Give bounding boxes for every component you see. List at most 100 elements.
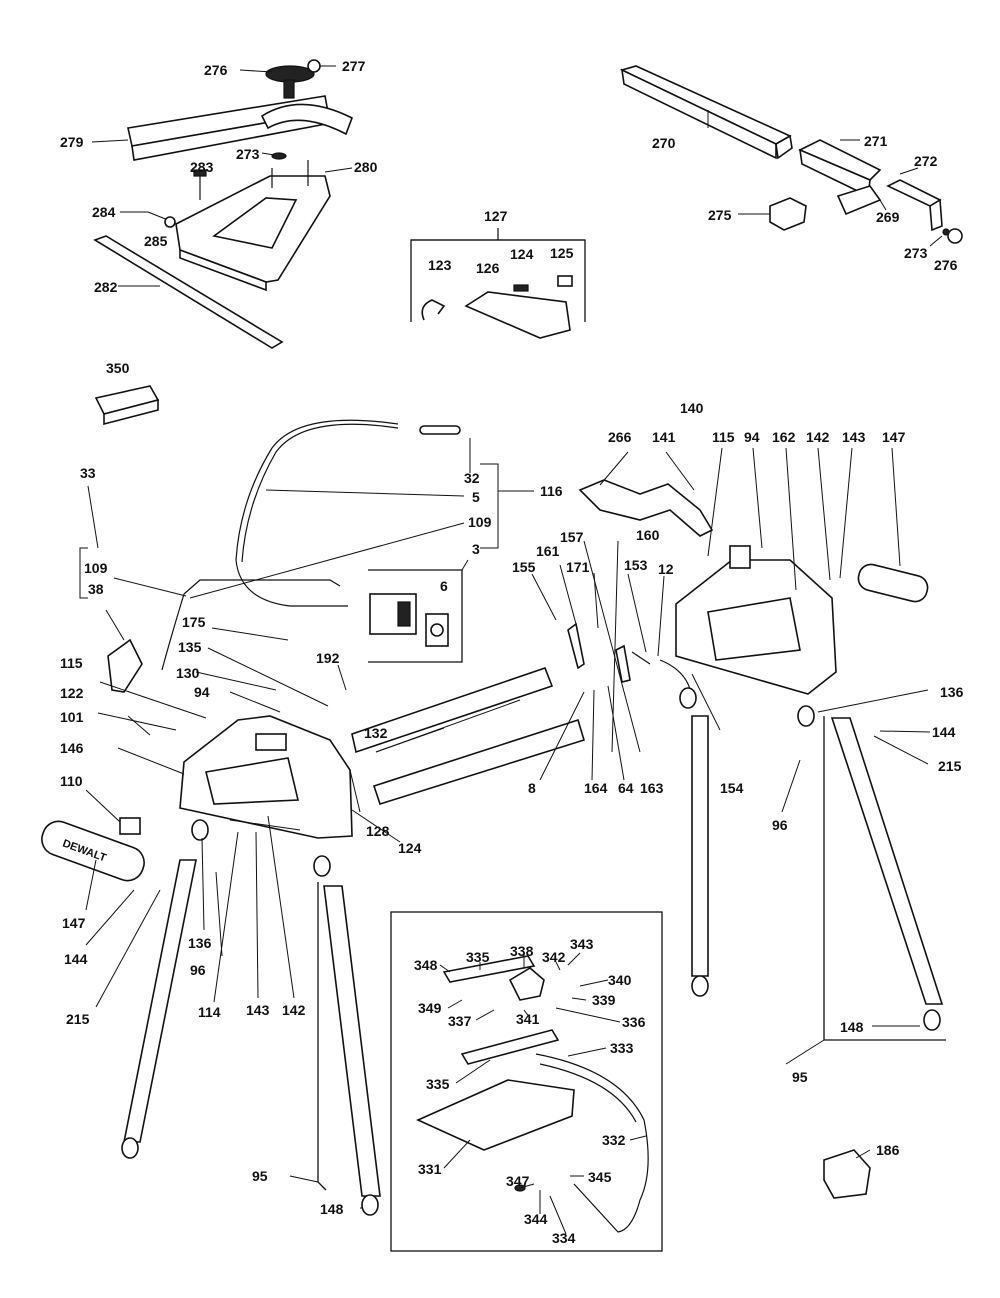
legs: [121, 687, 944, 1216]
part-label: 140: [680, 400, 704, 416]
part-label: 136: [940, 684, 964, 700]
part-label: 94: [194, 684, 210, 700]
part-label: 96: [190, 962, 206, 978]
part-label: 337: [448, 1013, 472, 1029]
part-label: 280: [354, 159, 378, 175]
part-label: 277: [342, 58, 366, 74]
part-label: 161: [536, 543, 560, 559]
part-label: 38: [88, 581, 104, 597]
part-label: 126: [476, 260, 500, 276]
part-label: 12: [658, 561, 674, 577]
part-label: 273: [236, 146, 260, 162]
part-label: 333: [610, 1040, 634, 1056]
part-label: 155: [512, 559, 536, 575]
part-label: 331: [418, 1161, 442, 1177]
part-label: 271: [864, 133, 888, 149]
part-label: 284: [92, 204, 116, 220]
part-label: 341: [516, 1011, 540, 1027]
clip-350: [94, 385, 160, 426]
blade-guard-266: [578, 479, 714, 537]
part-label: 6: [440, 578, 448, 594]
left-end-frame: [179, 715, 353, 839]
part-label: 128: [366, 823, 390, 839]
right-end-frame: [675, 545, 837, 695]
part-label: 336: [622, 1014, 646, 1030]
part-label: 162: [772, 429, 796, 445]
part-label: 160: [636, 527, 660, 543]
part-label: 3: [472, 541, 480, 557]
part-label: 332: [602, 1132, 626, 1148]
part-label: 186: [876, 1142, 900, 1158]
part-label: 340: [608, 972, 632, 988]
part-label: 276: [934, 257, 958, 273]
part-label: 270: [652, 135, 676, 151]
part-label: 275: [708, 207, 732, 223]
part-label: 147: [882, 429, 906, 445]
part-label: 215: [66, 1011, 90, 1027]
switch-group: [368, 569, 463, 663]
part-label: 142: [806, 429, 830, 445]
part-label: 124: [510, 246, 534, 262]
leader-lines: [79, 65, 943, 1235]
part-label: 164: [584, 780, 608, 796]
part-label: 266: [608, 429, 632, 445]
part-label: 335: [466, 949, 490, 965]
part-label: 215: [938, 758, 962, 774]
part-label: 127: [484, 208, 508, 224]
cable-assembly: [107, 419, 461, 693]
part-label: 109: [84, 560, 108, 576]
part-label: 136: [188, 935, 212, 951]
part-label: 148: [320, 1201, 344, 1217]
part-label: 163: [640, 780, 664, 796]
part-label: 114: [198, 1004, 221, 1020]
part-label: 110: [60, 773, 83, 789]
part-label: 33: [80, 465, 96, 481]
part-labels: 276 277 279 273 283 280 284 285 282 270 …: [60, 58, 964, 1246]
part-label: 32: [464, 470, 480, 486]
part-label: 5: [472, 489, 480, 505]
part-label: 115: [712, 429, 735, 445]
part-label: 282: [94, 279, 118, 295]
label-plate-147: [857, 563, 929, 603]
part-label: 122: [60, 685, 84, 701]
part-label: 345: [588, 1169, 612, 1185]
part-label: 335: [426, 1076, 450, 1092]
part-label: 116: [540, 483, 563, 499]
part-label: 343: [570, 936, 594, 952]
part-label: 125: [550, 245, 574, 261]
part-label: 143: [246, 1002, 270, 1018]
part-label: 334: [552, 1230, 576, 1246]
part-label: 8: [528, 780, 536, 796]
part-label: 123: [428, 257, 452, 273]
part-label: 276: [204, 62, 228, 78]
part-label: 350: [106, 360, 130, 376]
part-label: 269: [876, 209, 900, 225]
part-label: 153: [624, 557, 648, 573]
part-label: 349: [418, 1000, 442, 1016]
part-label: 130: [176, 665, 200, 681]
part-label: 146: [60, 740, 84, 756]
part-label: 344: [524, 1211, 548, 1227]
dewalt-badge: [41, 817, 145, 882]
blade-guard-parts-group: [410, 228, 586, 339]
part-label: 109: [468, 514, 492, 530]
part-label: 144: [932, 724, 956, 740]
detail-box: [390, 911, 663, 1252]
part-label: 141: [652, 429, 676, 445]
part-label: 101: [60, 709, 84, 725]
part-label: 95: [252, 1168, 268, 1184]
part-label: 157: [560, 529, 584, 545]
part-label: 283: [190, 159, 214, 175]
part-label: 147: [62, 915, 86, 931]
part-label: 115: [60, 655, 83, 671]
part-label: 347: [506, 1173, 530, 1189]
miter-gauge-assembly: [93, 59, 354, 349]
part-label: 272: [914, 153, 938, 169]
part-label: 96: [772, 817, 788, 833]
part-label: 95: [792, 1069, 808, 1085]
part-label: 338: [510, 943, 534, 959]
part-label: 135: [178, 639, 202, 655]
part-label: 143: [842, 429, 866, 445]
part-label: 132: [364, 725, 388, 741]
